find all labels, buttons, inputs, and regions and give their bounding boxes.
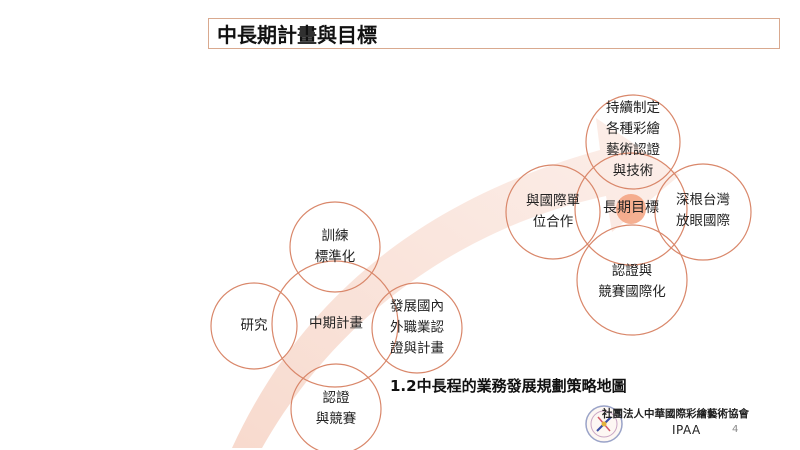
mid-term-top-label: 訓練 標準化: [314, 228, 356, 265]
mid-term-top-circle: [289, 201, 381, 293]
long-term-bottom-label: 認證與 競賽國際化: [598, 263, 666, 300]
long-term-bottom-circle: [576, 224, 688, 336]
long-term-left-circle: [505, 164, 601, 260]
long-term-center-circle: [574, 152, 688, 266]
mid-term-center-label: 中期計畫: [309, 315, 363, 332]
long-term-left-label: 與國際單 位合作: [526, 193, 580, 230]
long-term-center-label: 長期目標: [603, 200, 659, 217]
mid-term-center-circle: [271, 260, 399, 388]
organization-name: 社團法人中華國際彩繪藝術協會: [602, 408, 749, 420]
mid-term-left-circle: [210, 282, 298, 370]
long-term-top-circle: [585, 94, 681, 190]
diagram-caption: 1.2中長程的業務發展規劃策略地圖: [390, 377, 627, 395]
growth-arrow: [232, 118, 680, 448]
long-term-right-circle: [654, 163, 752, 261]
mid-term-bottom-circle: [290, 363, 382, 450]
mid-term-right-circle: [371, 282, 463, 374]
mid-term-right-label: 發展國內 外職業認 證與計畫: [390, 298, 444, 357]
long-term-right-label: 深根台灣 放眼國際: [676, 192, 730, 229]
slide-title: 中長期計畫與目標: [208, 18, 780, 49]
ipaa-logo-icon: [585, 405, 623, 443]
organization-abbr: IPAA: [672, 423, 701, 437]
page-number: 4: [732, 424, 739, 435]
mid-term-bottom-label: 認證 與競賽: [315, 390, 357, 427]
mid-term-left-label: 研究: [240, 317, 268, 334]
long-term-center-dot: [616, 194, 646, 224]
long-term-top-label: 持續制定 各種彩繪 藝術認證 與技術: [606, 100, 660, 179]
